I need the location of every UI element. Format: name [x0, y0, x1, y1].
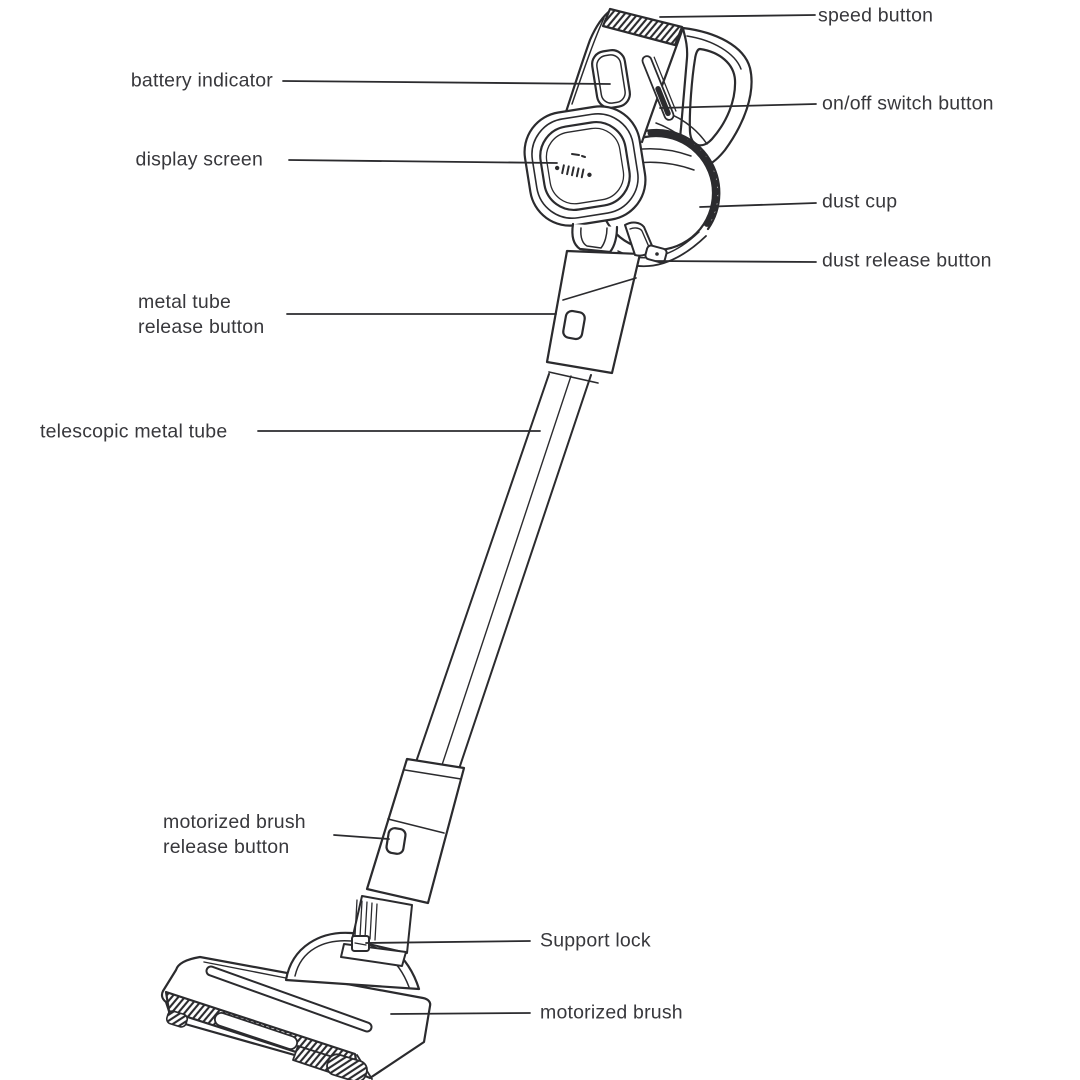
label-telescopic-metal-tube: telescopic metal tube: [40, 420, 228, 443]
label-line-1: motorized brush: [163, 811, 306, 833]
leader-lines: [257, 14, 817, 1015]
label-battery-indicator: battery indicator: [130, 69, 273, 92]
label-line-2: release button: [163, 836, 290, 858]
foot-joint-drawing: [340, 895, 413, 967]
label-line-2: release button: [138, 316, 265, 338]
speed-button-drawing: [601, 7, 684, 47]
label-speed-button: speed button: [818, 4, 934, 27]
leader-display-screen: [288, 159, 558, 164]
label-metal-tube-release-button: metal tube release button: [138, 290, 264, 340]
label-line-1: metal tube: [138, 291, 232, 313]
label-on-off-switch-button: on/off switch button: [822, 92, 994, 115]
on-off-switch-drawing: [641, 55, 677, 121]
tube-collar-drawing: [545, 249, 642, 384]
leader-battery-indicator: [282, 80, 611, 85]
leader-brush-release: [333, 834, 390, 840]
motorized-brush-release-button-drawing: [385, 827, 407, 855]
neck-bracket-inner: [580, 227, 608, 249]
battery-indicator-drawing: [591, 49, 631, 109]
label-display-screen: display screen: [135, 148, 263, 171]
label-motorized-brush: motorized brush: [540, 1001, 683, 1024]
leader-on-off-switch: [659, 103, 817, 109]
leader-dust-release-button: [655, 260, 817, 263]
telescopic-tube-drawing: [415, 373, 592, 767]
metal-tube-release-button-drawing: [562, 309, 586, 341]
display-screen-drawing: [523, 105, 647, 227]
neck-bracket-outline: [571, 222, 619, 254]
screen-icons: [554, 153, 592, 179]
leader-support-lock: [365, 940, 531, 944]
motorized-brush-drawing: [160, 955, 432, 1080]
label-motorized-brush-release-button: motorized brush release button: [163, 810, 306, 860]
label-support-lock: Support lock: [540, 929, 651, 952]
lower-sleeve-drawing: [365, 757, 466, 905]
label-dust-release-button: dust release button: [822, 249, 992, 272]
dust-release-button-drawing: [624, 221, 668, 264]
neck-bracket: [572, 224, 617, 252]
handle-grip-inner-line: [571, 17, 605, 105]
leader-motorized-brush: [390, 1012, 531, 1015]
label-dust-cup: dust cup: [822, 190, 898, 213]
brush-strip-window: [213, 1012, 299, 1050]
handle-loop-inner-line: [686, 35, 742, 70]
leader-speed-button: [659, 14, 816, 18]
handle-assembly-drawing: [523, 7, 753, 268]
leader-dust-cup: [699, 202, 817, 208]
